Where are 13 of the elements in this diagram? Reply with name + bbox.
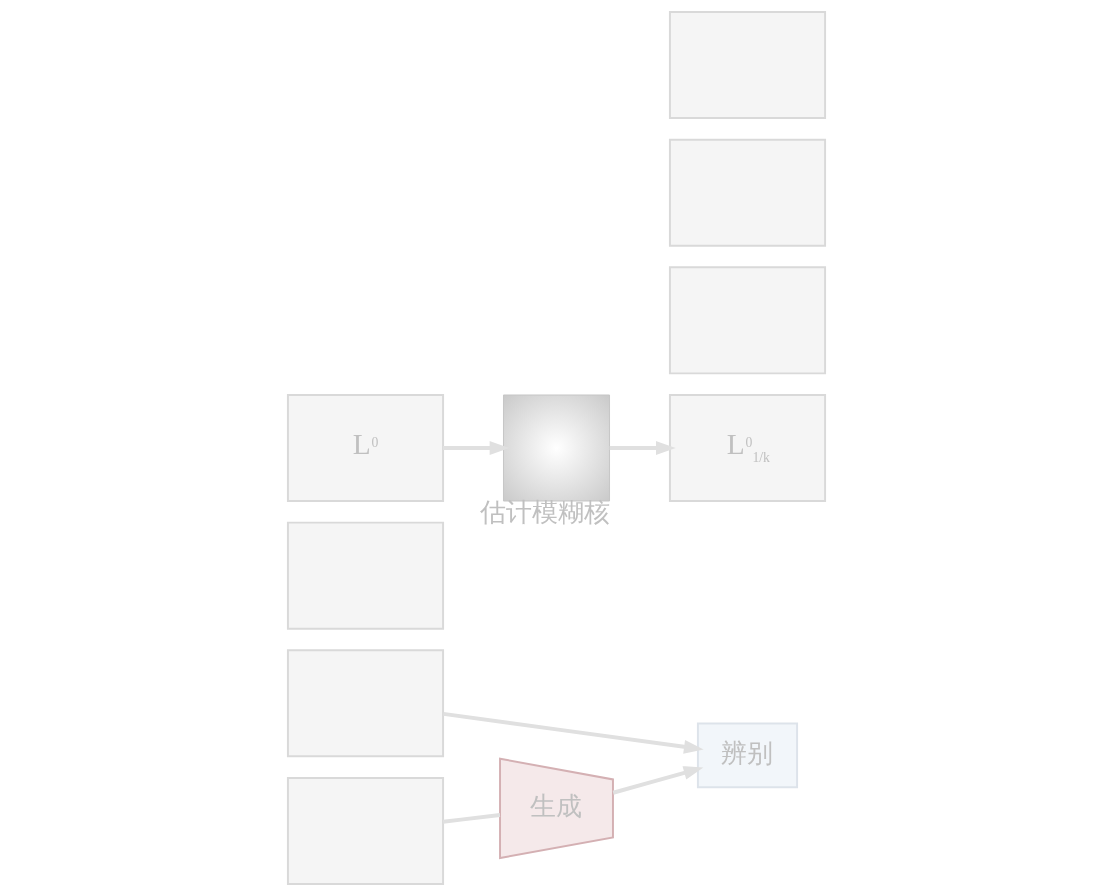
node-box [668, 11, 826, 120]
node-label: 估计模糊核 [479, 497, 610, 528]
connector [442, 813, 500, 824]
node-box: 辨别 [696, 722, 798, 789]
node-box [668, 138, 826, 247]
arrow [609, 441, 676, 455]
node-box [286, 521, 444, 630]
arrow [612, 766, 703, 795]
node-box [286, 776, 444, 885]
node-box [668, 266, 826, 375]
node-box [286, 649, 444, 758]
arrow [442, 711, 704, 754]
arrow [442, 441, 509, 455]
